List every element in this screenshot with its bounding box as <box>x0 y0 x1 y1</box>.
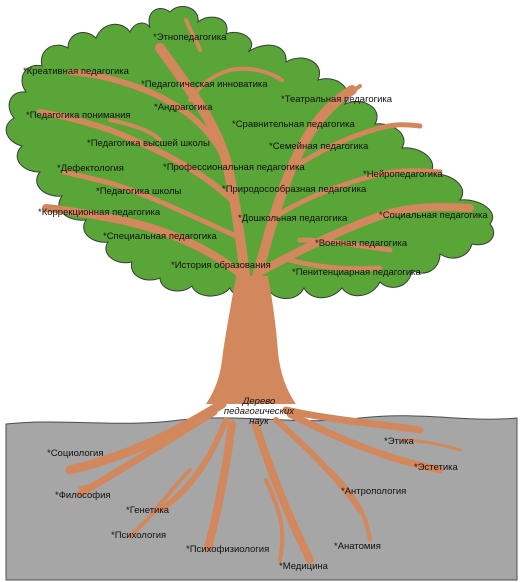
label-pedagogy-of-understanding: *Педагогика понимания <box>26 110 131 121</box>
label-professional-pedagogy: *Профессиональная педагогика <box>163 162 305 173</box>
label-theatre-pedagogy: *Театральная педагогика <box>281 94 393 105</box>
trunk-title-line-3: наук <box>249 415 269 427</box>
label-defectology: *Дефектология <box>57 163 124 174</box>
label-medicine: *Медицина <box>279 561 328 572</box>
label-neuropedagogy: *Нейропедагогика <box>363 169 443 180</box>
label-anatomy: *Анатомия <box>334 541 381 552</box>
label-aesthetics: *Эстетика <box>414 462 458 473</box>
label-pedagogical-innovation: *Педагогическая инноватика <box>141 79 268 90</box>
label-creative-pedagogy: *Креативная педагогика <box>23 66 129 77</box>
label-andragogy: *Андрагогика <box>154 102 213 113</box>
tree-roots <box>65 399 462 564</box>
trunk-title-line-2: педагогических <box>223 405 295 417</box>
label-preschool-pedagogy: *Дошкольная педагогика <box>238 213 348 224</box>
label-penitentiary-pedagogy: *Пенитенциарная педагогика <box>292 267 421 278</box>
label-social-pedagogy: *Социальная педагогика <box>379 210 488 221</box>
label-school-pedagogy: *Педагогика школы <box>96 186 182 197</box>
label-family-pedagogy: *Семейная педагогика <box>269 141 369 152</box>
label-anthropology: *Антропология <box>341 486 407 497</box>
tree-branches <box>37 18 474 287</box>
trunk-title-line-1: Дерево <box>242 396 276 407</box>
label-comparative-pedagogy: *Сравнительная педагогика <box>232 119 355 130</box>
label-correctional-pedagogy: *Коррекционная педагогика <box>38 207 161 218</box>
label-psychology: *Психология <box>111 530 167 541</box>
label-philosophy: *Философия <box>55 490 111 501</box>
label-higher-school-pedagogy: *Педагогика высшей школы <box>87 138 210 149</box>
label-sociology: *Социология <box>47 448 104 459</box>
label-military-pedagogy: *Военная педагогика <box>315 238 408 249</box>
label-special-pedagogy: *Специальная педагогика <box>103 231 217 242</box>
label-history-of-education: *История образования <box>171 260 271 271</box>
label-nature-conform-pedagogy: *Природосообразная педагогика <box>222 184 367 195</box>
tree-crown <box>5 6 495 299</box>
label-ethics: *Этика <box>384 436 414 447</box>
label-psychophysiology: *Психофизиология <box>186 544 270 555</box>
trunk-title: Дерево педагогических наук <box>214 397 304 427</box>
label-genetics: *Генетика <box>126 505 170 516</box>
label-ethnopedagogy: *Этнопедагогика <box>153 32 227 43</box>
tree-trunk <box>206 276 296 404</box>
